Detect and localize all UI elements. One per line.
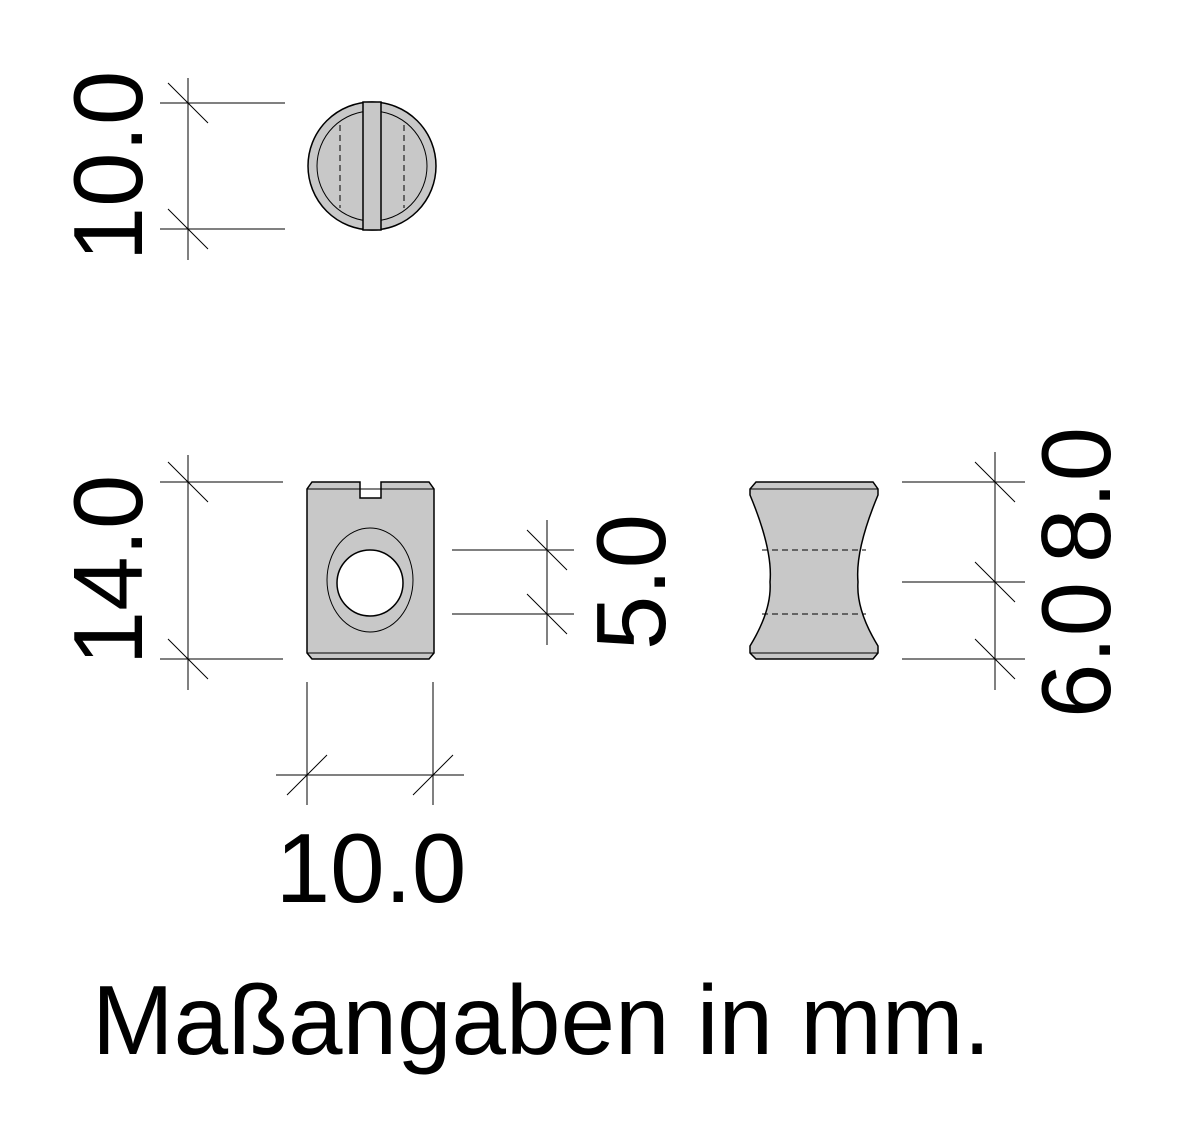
side-view: 8.0 6.0 xyxy=(749,427,1131,718)
dim-side-lower: 6.0 xyxy=(1021,582,1131,718)
units-note: Maßangaben in mm. xyxy=(92,965,991,1075)
dim-front-width: 10.0 xyxy=(276,813,467,923)
front-view-hole xyxy=(336,549,404,617)
front-view: 14.0 10.0 5.0 xyxy=(53,455,686,923)
side-view-body xyxy=(749,481,879,660)
top-view-slot xyxy=(362,101,382,231)
dim-hole-diameter: 5.0 xyxy=(576,514,686,650)
dim-front-height: 14.0 xyxy=(53,475,163,666)
dim-side-upper: 8.0 xyxy=(1021,427,1131,563)
dim-top-view-diameter: 10.0 xyxy=(53,71,163,262)
top-view: 10.0 xyxy=(53,71,437,262)
